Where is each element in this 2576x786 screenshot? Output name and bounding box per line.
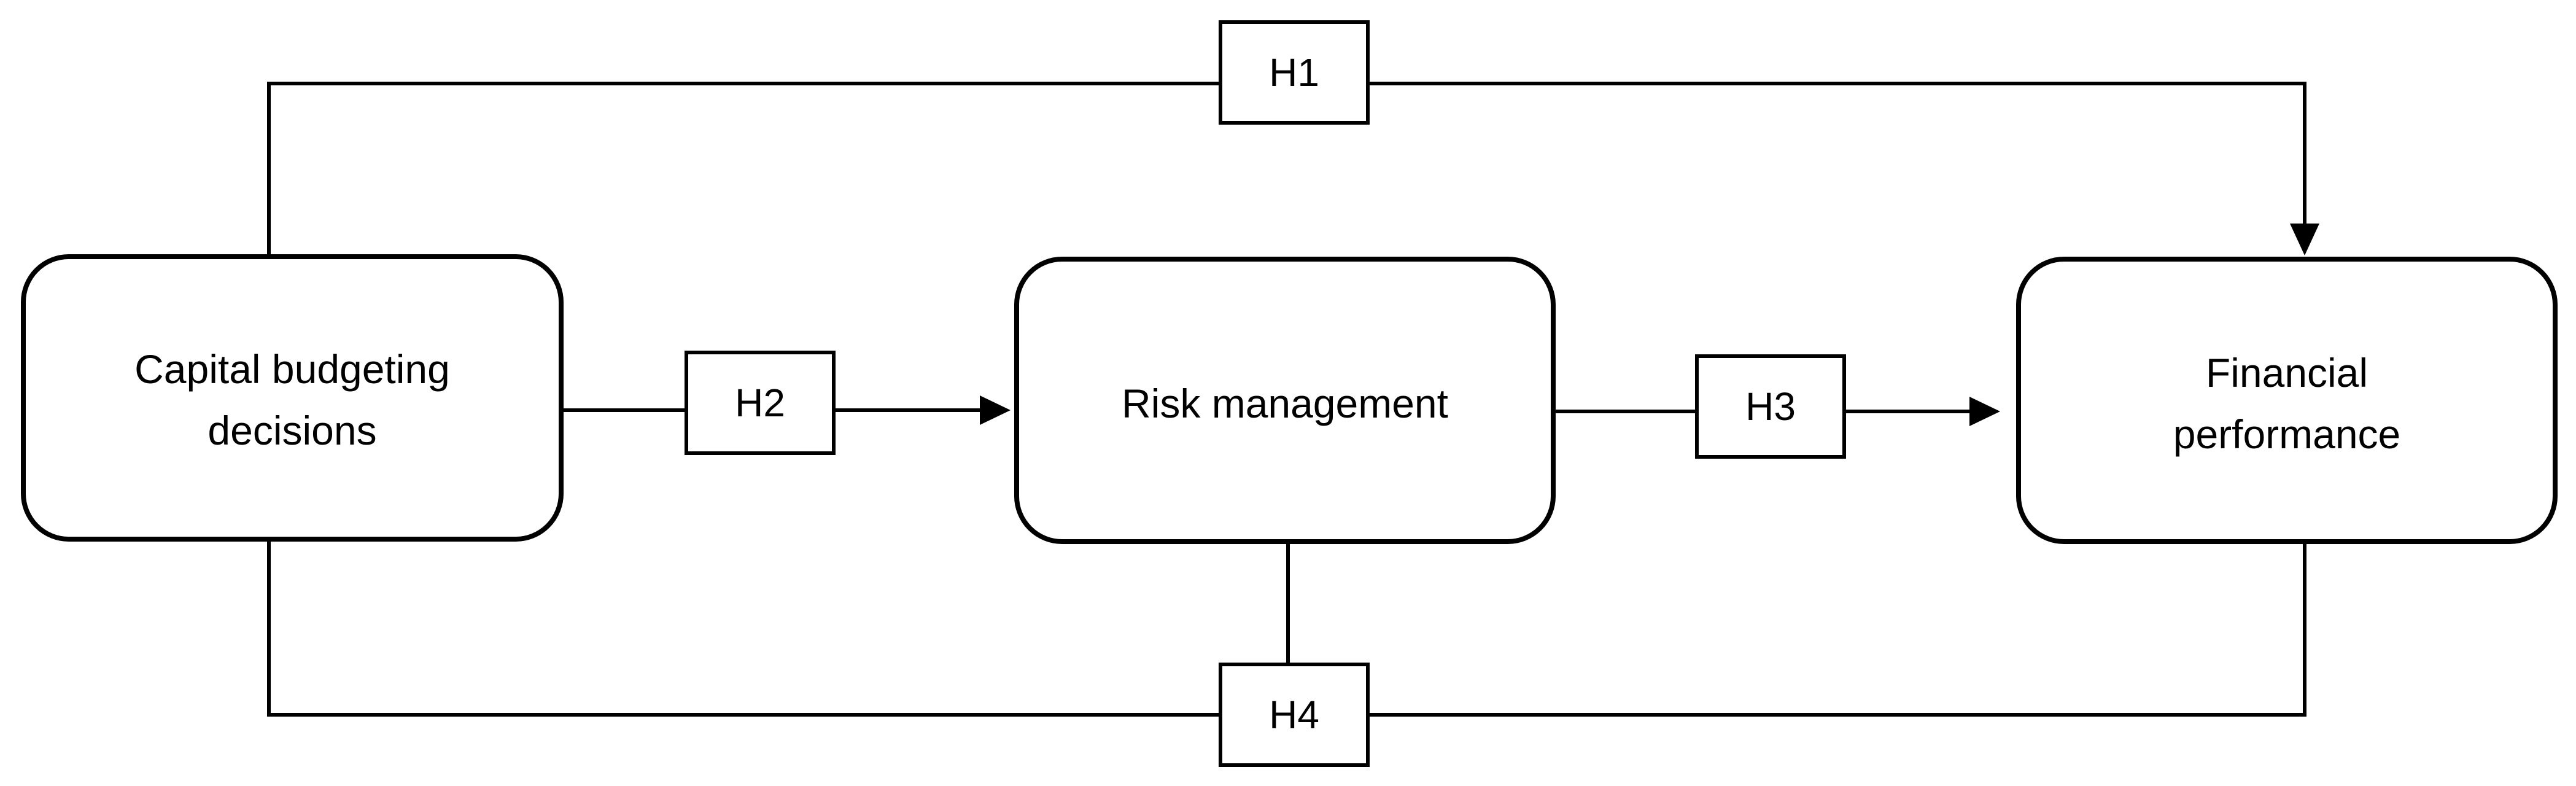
- hypothesis-h1-label: H1: [1269, 50, 1319, 95]
- arrowhead-h2: [980, 395, 1011, 425]
- node-financial-line2: performance: [2173, 411, 2401, 457]
- arrowhead-h3: [1969, 397, 2000, 426]
- node-risk-management: Risk management: [1014, 257, 1556, 544]
- node-capital-line1: Capital budgeting: [134, 346, 450, 392]
- arrowhead-h1: [2290, 224, 2319, 255]
- node-capital-line2: decisions: [208, 408, 376, 453]
- node-risk-line1: Risk management: [1122, 381, 1448, 426]
- node-capital-budgeting: Capital budgeting decisions: [21, 254, 564, 542]
- hypothesis-h2: H2: [685, 351, 836, 455]
- node-financial-performance: Financial performance: [2016, 257, 2558, 544]
- hypothesis-h4: H4: [1219, 663, 1370, 767]
- hypothesis-h2-label: H2: [735, 381, 785, 425]
- hypothesis-h3: H3: [1695, 354, 1846, 459]
- hypothesis-h4-label: H4: [1269, 693, 1319, 737]
- node-financial-line1: Financial: [2206, 350, 2368, 395]
- hypothesis-h1: H1: [1219, 20, 1370, 125]
- hypothesis-h3-label: H3: [1745, 384, 1796, 429]
